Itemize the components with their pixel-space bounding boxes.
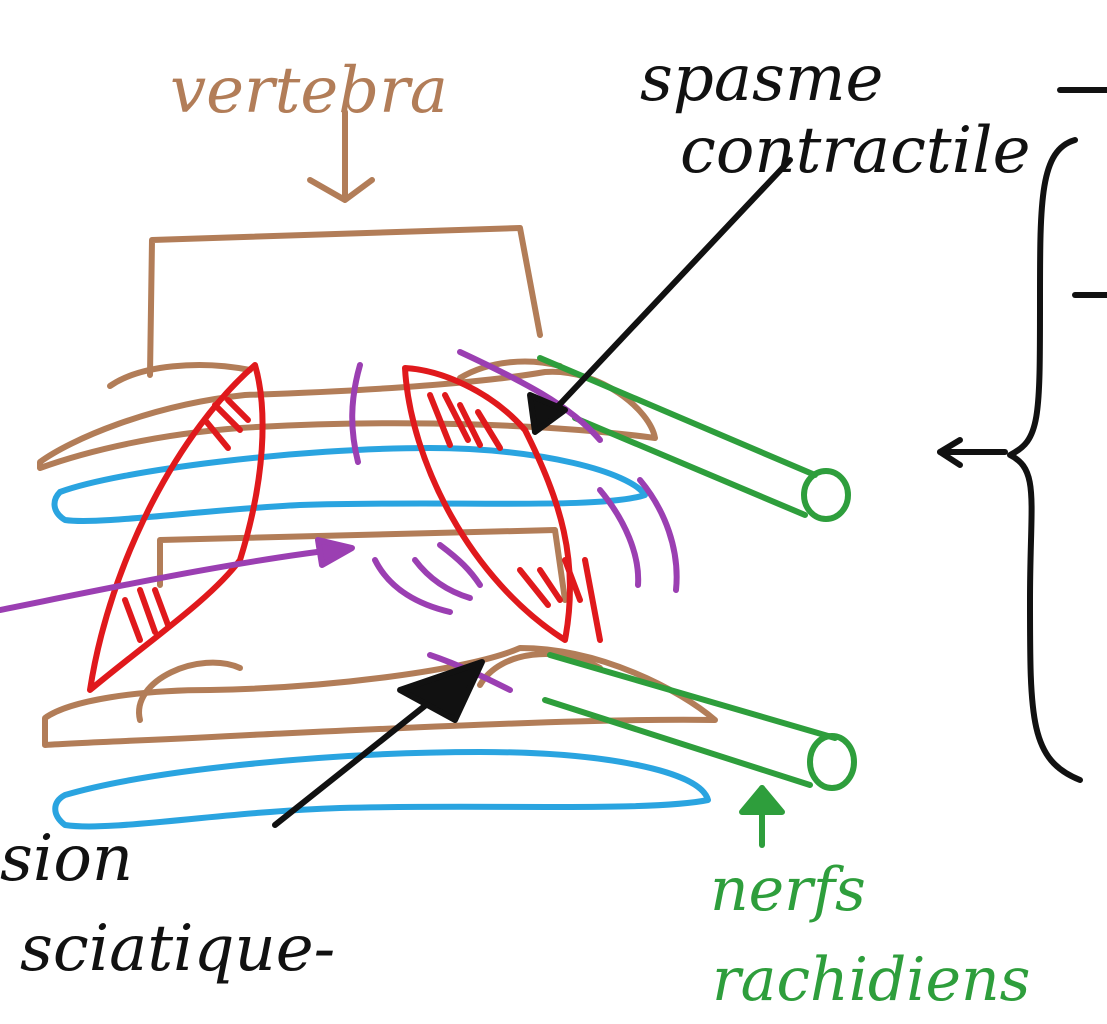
label-nerfs: nerfs	[710, 855, 866, 925]
muscle-right	[402, 365, 603, 643]
label-sciatique: sciatique-	[20, 912, 335, 986]
right-brace	[937, 87, 1107, 783]
ligament-strokes	[0, 349, 680, 693]
nerve-root-upper	[537, 355, 851, 522]
disc-lower	[52, 749, 711, 830]
label-spasme: spasme	[640, 42, 883, 116]
label-vertebra: vertebra	[170, 54, 448, 128]
spasme-arrow	[527, 157, 793, 435]
vertebra-lower	[42, 527, 718, 748]
label-contractile: contractile	[680, 114, 1030, 188]
muscle-left	[87, 362, 266, 693]
vertebra-pointer	[307, 109, 375, 203]
label-compression: sion	[0, 822, 133, 896]
label-rachidiens: rachidiens	[712, 945, 1030, 1015]
nerve-root-lower	[542, 652, 857, 848]
compression-arrow	[272, 659, 485, 828]
vertebra-upper	[37, 225, 658, 471]
